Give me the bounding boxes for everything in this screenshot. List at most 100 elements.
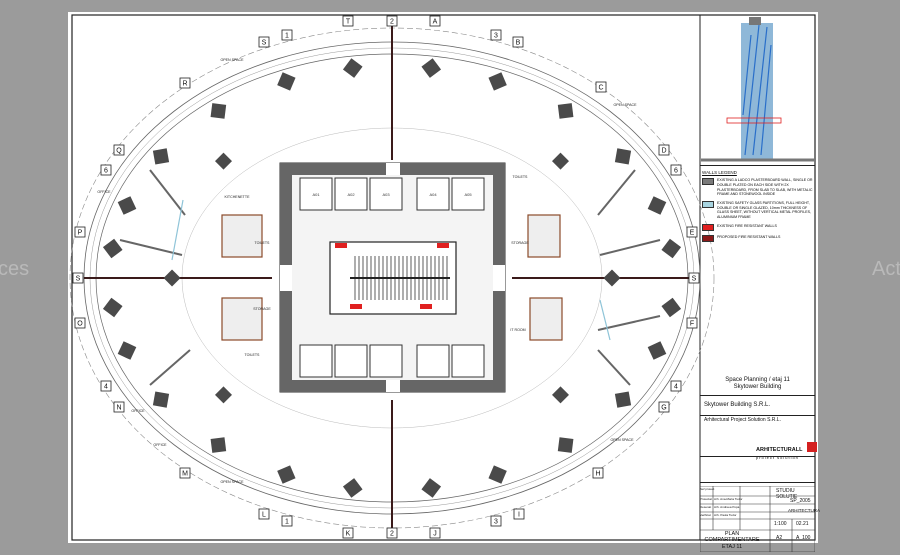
side-rooms: [171, 199, 611, 341]
scale: 1:100: [774, 521, 787, 527]
elevator-label: A01: [312, 192, 320, 197]
grid-bubble: S: [72, 272, 84, 284]
grid-bubble: P: [74, 226, 86, 238]
elevator-label: A05: [464, 192, 472, 197]
date: 02.21: [796, 521, 809, 527]
phase: STUDIU SOLUTIE: [776, 488, 798, 500]
project-number: SP_2005: [790, 498, 811, 504]
grid-label: 4: [104, 384, 108, 391]
legend-text: EXISTING A LADCO PLASTERBOARD WALL, SING…: [717, 178, 813, 197]
column: [152, 391, 170, 408]
grid-label: 4: [674, 384, 678, 391]
grid-label: S: [692, 276, 697, 283]
grid-label: I: [518, 512, 520, 519]
room-label-office: OFFICE: [153, 443, 167, 447]
grid-bubble: L: [258, 508, 270, 520]
grid-bubble: G: [658, 401, 670, 413]
elevator-shaft: [416, 344, 450, 378]
sheet-format: A2: [776, 535, 783, 541]
grid-bubble: Q: [113, 144, 125, 156]
grid-label: Q: [116, 148, 122, 155]
grid-label: 1: [285, 519, 289, 526]
sheet-border: [71, 14, 816, 541]
room-label-open-space: OPEN SPACE: [613, 103, 637, 107]
legend-title: WALLS LEGEND: [702, 170, 737, 175]
elevator-shaft: [334, 177, 368, 211]
grid-bubble: 1: [281, 29, 293, 41]
grid-bubble: E: [686, 226, 698, 238]
specialty: ARHITECTURA: [788, 508, 821, 513]
company-logo: ARHITECTURALL proiect solution: [756, 438, 817, 461]
grid-bubble: 2: [386, 527, 398, 539]
project-subtitle: Skytower Building: [733, 384, 782, 390]
grid-label: 2: [390, 531, 394, 538]
room-label-open-space: OPEN SPACE: [220, 480, 244, 484]
right-edge-text: Act: [872, 258, 900, 280]
column: [661, 297, 682, 318]
room-label-toilets: TOILETS: [513, 175, 529, 179]
grid-label: A: [433, 19, 438, 26]
left-edge-text: ces: [0, 258, 30, 280]
grid-bubble: D: [658, 144, 670, 156]
grid-bubble: H: [592, 467, 604, 479]
grid-bubble: T: [342, 15, 354, 27]
legend-text: EXISTING FIRE RESISTANT WALLS: [717, 223, 777, 228]
legend-swatch: [702, 178, 714, 186]
column: [117, 196, 137, 215]
grid-bubble: F: [686, 317, 698, 329]
walls-legend: WALLS LEGEND EXISTING A LADCO PLASTERBOA…: [702, 170, 814, 246]
structural-columns: [102, 58, 682, 498]
grid-bubble: C: [595, 81, 607, 93]
grid-label: 3: [494, 519, 498, 526]
column: [552, 386, 569, 404]
elevator-shaft: [369, 344, 403, 378]
client-name: Skytower Building S.R.L.: [704, 402, 771, 408]
elevator-shaft: [299, 177, 333, 211]
room-label-open-space: OPEN SPACE: [610, 438, 634, 442]
grid-label: H: [595, 471, 600, 478]
elevator-label: A03: [382, 192, 390, 197]
grid-label: O: [77, 321, 83, 328]
grid-bubble: 3: [490, 515, 502, 527]
grid-bubble: 4: [100, 380, 112, 392]
grid-bubble: N: [113, 401, 125, 413]
grid-label: S: [262, 40, 267, 47]
column: [277, 465, 296, 484]
room-label-kitchenette: KITCHENETTE: [225, 195, 251, 199]
legend-item: EXISTING A LADCO PLASTERBOARD WALL, SING…: [702, 178, 814, 197]
column: [117, 341, 137, 360]
grid-label: F: [690, 321, 694, 328]
column: [488, 72, 507, 91]
column: [421, 58, 442, 78]
grid-label: S: [76, 276, 81, 283]
column: [342, 58, 363, 78]
grid-label: P: [78, 230, 83, 237]
legend-text: EXISTING SAFETY GLASS PARTITIONS, FULL H…: [717, 200, 811, 219]
grid-bubble: B: [512, 36, 524, 48]
grid-bubble: A: [429, 15, 441, 27]
designer-name: Arhitectural Project Solution S.R.L.: [704, 417, 781, 423]
column: [557, 103, 574, 119]
elevator-shaft: [369, 177, 403, 211]
room-label-storage: STORAGE: [511, 241, 529, 245]
column: [277, 72, 296, 91]
column: [488, 465, 507, 484]
room-label-open-space: OPEN SPACE: [220, 58, 244, 62]
grid-label: B: [516, 40, 521, 47]
elevator-shaft: [334, 344, 368, 378]
column: [215, 386, 232, 404]
grid-label: E: [690, 230, 695, 237]
elevation-thumbnail: [701, 15, 816, 165]
column: [163, 269, 181, 287]
grid-bubble: I: [513, 508, 525, 520]
grid-label: G: [661, 405, 666, 412]
grid-label: M: [182, 471, 188, 478]
legend-text: PROPOSED FIRE RESISTANT WALLS: [717, 234, 781, 239]
grid-bubble: S: [688, 272, 700, 284]
grid-label: 3: [494, 33, 498, 40]
column: [552, 152, 569, 170]
grid-label: C: [598, 85, 603, 92]
